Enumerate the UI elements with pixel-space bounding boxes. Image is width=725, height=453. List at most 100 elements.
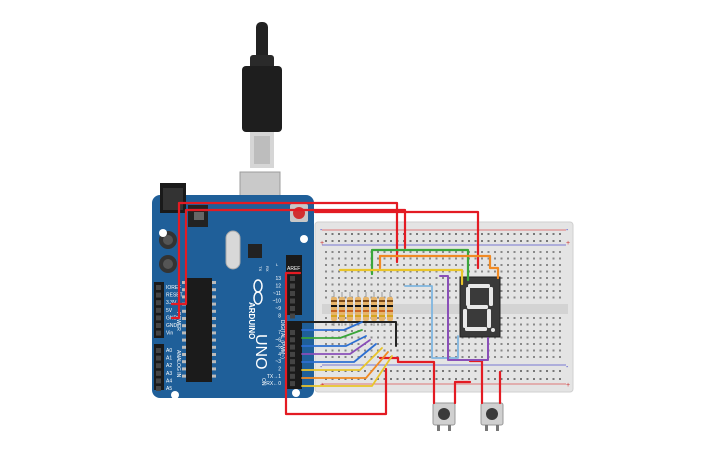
analog-pin-socket[interactable]	[156, 363, 161, 369]
digital-pin-socket[interactable]	[290, 337, 295, 343]
power-pin-socket[interactable]	[156, 315, 161, 321]
digital-pin-socket[interactable]	[290, 330, 295, 335]
digital-pin-label: 13	[275, 276, 281, 282]
power-pin-socket[interactable]	[156, 300, 161, 306]
wire-red-5v[interactable]	[170, 201, 399, 320]
power-pin-socket[interactable]	[156, 292, 161, 298]
pushbutton-2[interactable]	[480, 402, 504, 431]
seven-segment-display[interactable]	[459, 276, 501, 338]
power-label: POWER	[175, 312, 181, 331]
usb-plug-icon[interactable]	[239, 22, 282, 221]
digital-pin-label: TX→1	[267, 374, 281, 380]
wire-pin2[interactable]	[301, 347, 383, 371]
digital-pin-label: 2	[278, 367, 281, 373]
rail-plus-label: +	[320, 240, 324, 247]
wire-orange[interactable]	[378, 254, 500, 280]
wire-red-5v-2[interactable]	[170, 208, 407, 306]
analog-pin-label: A2	[166, 363, 172, 369]
tx-label: TX	[258, 266, 263, 271]
analog-pin-socket[interactable]	[156, 370, 161, 376]
digital-pin-label: ~9	[275, 306, 281, 312]
rail-minus-label: -	[566, 364, 569, 371]
wire-red-left[interactable]	[284, 271, 388, 416]
power-pin-socket[interactable]	[156, 307, 161, 313]
digital-pin-label: 8	[278, 314, 281, 320]
wire-green[interactable]	[370, 248, 470, 282]
analog-pin-label: A5	[166, 386, 172, 392]
power-pin-label: GND	[166, 323, 178, 329]
power-pin-socket[interactable]	[156, 330, 161, 336]
digital-pin-label: ~3	[275, 359, 281, 365]
digital-pin-label: ~5	[275, 345, 281, 351]
on-label: ON	[260, 378, 266, 386]
power-pin-socket[interactable]	[156, 285, 161, 290]
analog-pin-socket[interactable]	[156, 378, 161, 384]
analog-pin-label: A1	[166, 356, 172, 362]
wires	[170, 201, 502, 416]
digital-pin-label: ~6	[275, 337, 281, 343]
wire-purple[interactable]	[439, 275, 489, 361]
arduino-uno-board[interactable]: ARDUINO UNO DIGITAL (PWM~) POWER ANALOG …	[152, 183, 314, 399]
display-segment	[466, 287, 470, 306]
reset-button-icon[interactable]	[290, 204, 308, 222]
digital-pin-label: 12	[275, 284, 281, 290]
display-segment	[489, 287, 493, 306]
wire-red-btn1[interactable]	[453, 380, 472, 405]
display-segment	[468, 284, 490, 288]
model-label: UNO	[252, 334, 269, 370]
analog-pin-label: A0	[166, 348, 172, 354]
display-segment	[463, 309, 467, 328]
digital-pin-socket[interactable]	[290, 351, 295, 357]
digital-pin-socket[interactable]	[290, 373, 295, 379]
display-segment	[487, 309, 491, 328]
wire-pin5[interactable]	[301, 335, 367, 347]
wire-red-top[interactable]	[313, 210, 480, 270]
rail-minus-label: -	[320, 227, 323, 234]
pushbutton-1[interactable]	[432, 402, 456, 431]
wire-pin6[interactable]	[301, 329, 363, 339]
analog-pin-socket[interactable]	[156, 348, 161, 353]
power-pin-label: IOREF	[166, 285, 181, 291]
rail-minus-label: -	[566, 227, 569, 234]
wire-pin3[interactable]	[301, 343, 377, 363]
digital-pin-socket[interactable]	[290, 366, 295, 372]
digital-pin-socket[interactable]	[290, 283, 295, 289]
analog-pin-socket[interactable]	[156, 386, 161, 391]
digital-pin-socket[interactable]	[290, 276, 295, 281]
analog-label: ANALOG IN	[175, 350, 181, 378]
resistor-array[interactable]	[331, 292, 393, 326]
digital-label: DIGITAL (PWM~)	[279, 320, 285, 359]
arduino-logo-icon	[253, 279, 263, 305]
display-segment	[467, 305, 488, 309]
rail-plus-label: +	[566, 382, 570, 389]
digital-pin-label: 7	[278, 330, 281, 336]
display-segment	[465, 327, 487, 331]
wire-pin1[interactable]	[301, 351, 389, 379]
wire-lightblue[interactable]	[404, 285, 459, 359]
rx-label: RX	[265, 266, 270, 272]
decimal-point	[491, 328, 495, 332]
digital-pin-label: RX←0	[266, 381, 281, 387]
digital-pin-socket[interactable]	[290, 313, 295, 319]
digital-pin-socket[interactable]	[290, 306, 295, 311]
wire-pin7[interactable]	[301, 321, 363, 331]
digital-pin-socket[interactable]	[290, 298, 295, 304]
wire-yellow[interactable]	[338, 268, 464, 286]
breadboard: + - + - - + - +	[314, 221, 574, 393]
analog-pin-socket[interactable]	[156, 355, 161, 361]
power-pin-socket[interactable]	[156, 323, 161, 328]
power-pin-label: 5V	[166, 308, 173, 314]
digital-pin-socket[interactable]	[290, 291, 295, 296]
analog-pin-label: A4	[166, 378, 172, 384]
digital-pin-socket[interactable]	[290, 359, 295, 365]
digital-pin-socket[interactable]	[290, 344, 295, 350]
wire-pin0[interactable]	[301, 355, 393, 387]
rail-minus-label: -	[320, 364, 323, 371]
digital-pin-label: ~10	[273, 299, 282, 305]
digital-pin-socket[interactable]	[290, 381, 295, 387]
wire-black[interactable]	[301, 321, 397, 347]
wire-pin4[interactable]	[301, 339, 371, 355]
power-pin-label: RESET	[166, 293, 183, 299]
wire-red-bottom[interactable]	[378, 356, 436, 405]
